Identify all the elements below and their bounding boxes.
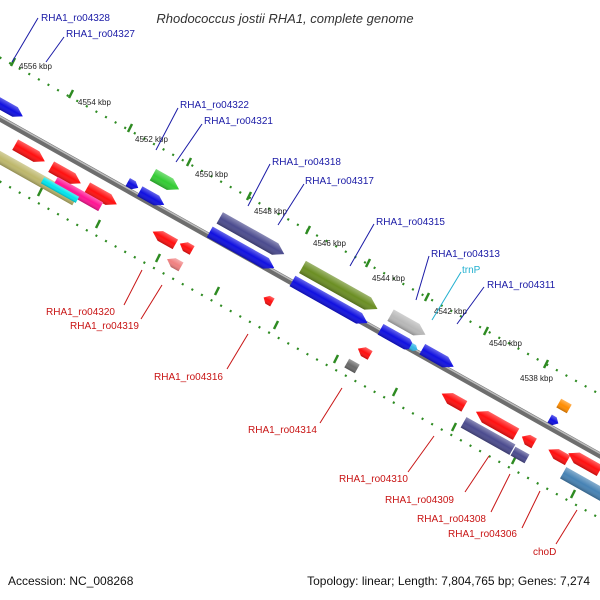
gene-orange[interactable] xyxy=(556,398,572,414)
major-tick xyxy=(423,292,431,302)
gene-label-ro04318[interactable]: RHA1_ro04318 xyxy=(272,157,341,168)
gene-ro04313[interactable] xyxy=(387,309,428,341)
accession-text: Accession: NC_008268 xyxy=(8,574,134,588)
gene-red-d[interactable] xyxy=(355,344,373,360)
major-tick xyxy=(482,326,490,336)
gene-label-ro04319[interactable]: RHA1_ro04319 xyxy=(70,321,139,332)
major-tick xyxy=(36,187,44,197)
gene-cyan[interactable] xyxy=(40,177,80,203)
tick-label-4546: 4546 kbp xyxy=(313,239,346,248)
gene-label-ro04310[interactable]: RHA1_ro04310 xyxy=(339,474,408,485)
major-tick xyxy=(542,359,550,369)
tick-label-4548: 4548 kbp xyxy=(254,207,287,216)
gene-ro04316[interactable] xyxy=(261,294,275,307)
gene-blue-d[interactable] xyxy=(547,414,560,428)
gene-red-c[interactable] xyxy=(177,239,195,255)
gene-label-ro04315[interactable]: RHA1_ro04315 xyxy=(376,217,445,228)
gene-label-ro04322[interactable]: RHA1_ro04322 xyxy=(180,100,249,111)
gene-red-e[interactable] xyxy=(519,432,537,449)
gene-ro04314[interactable] xyxy=(344,358,360,374)
major-tick xyxy=(304,225,312,235)
gene-red-a[interactable] xyxy=(48,161,84,188)
topology-text: Topology: linear; Length: 7,804,765 bp; … xyxy=(307,574,590,588)
gene-blue-a[interactable] xyxy=(137,186,167,209)
major-tick xyxy=(67,89,75,99)
major-tick xyxy=(154,253,162,263)
gene-ro04306[interactable] xyxy=(546,445,571,466)
gene-label-ro04317[interactable]: RHA1_ro04317 xyxy=(305,176,374,187)
gene-ro04320[interactable] xyxy=(150,227,179,250)
gene-ro04315[interactable] xyxy=(299,260,381,315)
gene-label-ro04311[interactable]: RHA1_ro04311 xyxy=(487,280,556,291)
tick-tracks xyxy=(0,56,600,520)
gene-label-ro04306[interactable]: RHA1_ro04306 xyxy=(448,529,517,540)
gene-ro04327[interactable] xyxy=(12,139,48,166)
gene-magenta[interactable] xyxy=(52,176,104,212)
tick-label-4550: 4550 kbp xyxy=(195,170,228,179)
gene-blue-c[interactable] xyxy=(377,323,419,354)
gene-label-ro04321[interactable]: RHA1_ro04321 xyxy=(204,116,273,127)
gene-label-ro04316[interactable]: RHA1_ro04316 xyxy=(154,372,223,383)
gene-ro04308-b[interactable] xyxy=(510,446,530,464)
gene-ro04317[interactable] xyxy=(206,226,277,274)
major-tick xyxy=(185,157,193,167)
gene-ro04322[interactable] xyxy=(125,178,141,192)
map-title: Rhodococcus jostii RHA1, complete genome xyxy=(156,11,413,26)
major-tick xyxy=(364,258,372,268)
gene-ro04308[interactable] xyxy=(460,417,516,455)
gene-red-b[interactable] xyxy=(84,182,120,209)
gene-labels: RHA1_ro04328 RHA1_ro04327 RHA1_ro04322 R… xyxy=(41,13,556,558)
tick-label-4538: 4538 kbp xyxy=(520,374,553,383)
major-tick xyxy=(569,489,577,499)
major-tick xyxy=(126,123,134,133)
label-leader-lines xyxy=(11,17,578,545)
major-tick xyxy=(391,387,399,397)
gene-ro04318[interactable] xyxy=(216,212,288,260)
gene-ro04321[interactable] xyxy=(149,168,183,195)
gene-ro04311[interactable] xyxy=(419,343,456,372)
major-tick xyxy=(272,320,280,330)
gene-label-ro04308[interactable]: RHA1_ro04308 xyxy=(417,514,486,525)
gene-label-ro04328[interactable]: RHA1_ro04328 xyxy=(41,13,110,24)
tick-label-4556: 4556 kbp xyxy=(19,62,52,71)
tick-label-4540: 4540 kbp xyxy=(489,339,522,348)
gene-ro04309[interactable] xyxy=(473,406,520,440)
gene-red-f[interactable] xyxy=(565,448,600,477)
gene-ro04328[interactable] xyxy=(0,94,26,121)
gene-chod[interactable] xyxy=(560,467,600,503)
gene-ro04319[interactable] xyxy=(165,255,184,272)
gene-ro04310[interactable] xyxy=(439,388,468,412)
major-tick xyxy=(450,422,458,432)
tick-labels: 4538 kbp 4540 kbp 4542 kbp 4544 kbp 4546… xyxy=(19,62,553,383)
major-tick xyxy=(9,57,17,67)
gene-trnp[interactable] xyxy=(408,342,419,353)
tick-label-4554: 4554 kbp xyxy=(78,98,111,107)
gene-label-ro04314[interactable]: RHA1_ro04314 xyxy=(248,425,317,436)
major-tick xyxy=(94,219,102,229)
gene-label-ro04327[interactable]: RHA1_ro04327 xyxy=(66,29,135,40)
gene-label-ro04313[interactable]: RHA1_ro04313 xyxy=(431,249,500,260)
tick-label-4542: 4542 kbp xyxy=(434,307,467,316)
major-tick xyxy=(245,191,253,201)
tick-label-4552: 4552 kbp xyxy=(135,135,168,144)
tick-label-4544: 4544 kbp xyxy=(372,274,405,283)
gene-label-ro04309[interactable]: RHA1_ro04309 xyxy=(385,495,454,506)
gene-label-ro04320[interactable]: RHA1_ro04320 xyxy=(46,307,115,318)
major-tick xyxy=(213,286,221,296)
gene-blue-b[interactable] xyxy=(289,275,371,329)
gene-label-trnp[interactable]: trnP xyxy=(462,265,481,276)
major-tick xyxy=(332,354,340,364)
gene-label-chod[interactable]: choD xyxy=(533,547,556,558)
gene-features xyxy=(0,94,600,503)
